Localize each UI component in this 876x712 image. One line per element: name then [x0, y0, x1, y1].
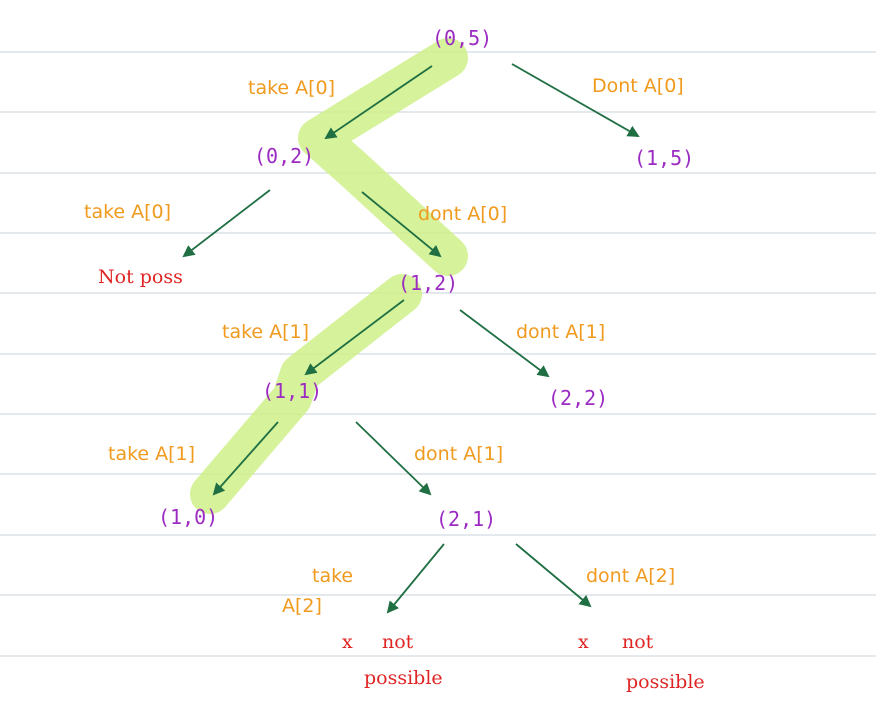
label-take-a2-line1: take: [312, 565, 353, 587]
edge-labels: take A[0] Dont A[0] take A[0] dont A[0] …: [84, 75, 684, 617]
edges: [182, 63, 640, 614]
label-take-a1-b: take A[1]: [108, 443, 195, 465]
ruled-lines: [0, 51, 876, 657]
node-1-1: (1,1): [262, 379, 322, 403]
outcome-right-possible: possible: [626, 671, 705, 693]
node-0-2: (0,2): [254, 144, 314, 168]
label-dont-a2: dont A[2]: [586, 565, 675, 587]
node-0-5: (0,5): [432, 26, 492, 50]
edge-21-to-left-outcome: [386, 543, 445, 614]
edge-02-to-notposs: [182, 189, 271, 258]
label-take-a0-left: take A[0]: [84, 201, 171, 223]
highlighter-path: [190, 38, 468, 514]
label-take-a0-top: take A[0]: [248, 77, 335, 99]
edge-12-to-22: [459, 309, 550, 378]
label-take-a1-a: take A[1]: [222, 321, 309, 343]
node-1-0: (1,0): [158, 505, 218, 529]
edge-05-to-15: [511, 63, 640, 137]
outcome-left-possible: possible: [364, 667, 443, 689]
outcomes: Not poss x not possible x not possible: [98, 266, 705, 693]
label-dont-a0-top: Dont A[0]: [592, 75, 684, 97]
edge-05-to-02: [324, 65, 433, 140]
edge-21-to-right-outcome: [515, 543, 592, 608]
label-dont-a0-mid: dont A[0]: [418, 203, 507, 225]
node-1-2: (1,2): [398, 271, 458, 295]
outcome-left-not: not: [382, 631, 414, 653]
label-dont-a1-b: dont A[1]: [414, 443, 503, 465]
edge-12-to-11: [304, 299, 405, 376]
node-1-5: (1,5): [634, 146, 694, 170]
edge-02-to-12: [361, 191, 442, 258]
node-2-2: (2,2): [548, 386, 608, 410]
edge-11-to-21: [355, 421, 432, 496]
edge-11-to-10: [212, 421, 279, 496]
outcome-left-x: x: [342, 631, 353, 653]
outcome-right-x: x: [578, 631, 589, 653]
node-2-1: (2,1): [436, 507, 496, 531]
label-take-a2-line2: A[2]: [282, 595, 322, 617]
outcome-not-poss: Not poss: [98, 266, 183, 288]
nodes: (0,5) (0,2) (1,5) (1,2) (1,1) (2,2) (1,0…: [158, 26, 694, 531]
label-dont-a1-a: dont A[1]: [516, 321, 605, 343]
outcome-right-not: not: [622, 631, 654, 653]
